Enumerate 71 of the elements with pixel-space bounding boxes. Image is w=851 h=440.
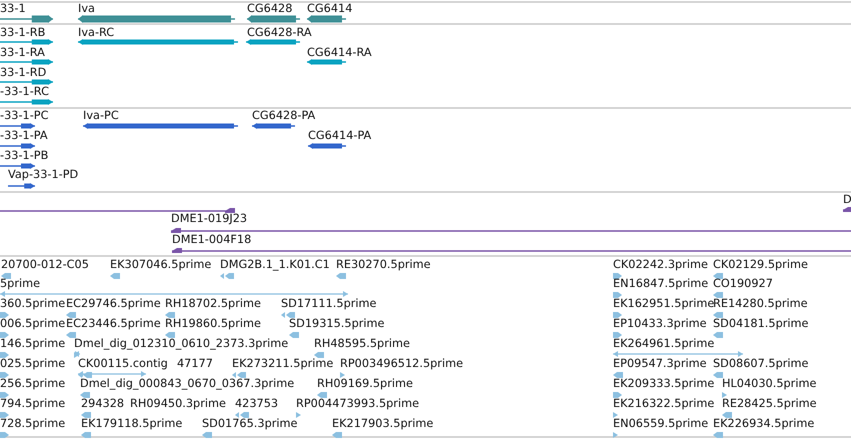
- feature-label: 33-1-RB: [0, 26, 46, 39]
- feature-label: RP003496512.5prime: [340, 357, 464, 370]
- feature-label: SD19315.5prime: [289, 317, 384, 330]
- feature-label: EP09547.3prime: [613, 357, 707, 370]
- feature-label: EK209333.5prime: [613, 377, 714, 390]
- feature-label: Dmel_dig_000843_0670_0367.3prime: [80, 377, 294, 390]
- feature-label: 146.5prime: [0, 337, 66, 350]
- feature-label: SD17111.5prime: [281, 297, 376, 310]
- feature-label: D: [843, 193, 851, 206]
- feature-label: EK216322.5prime: [613, 397, 714, 410]
- feature-label: EN06559.5prime: [613, 417, 708, 430]
- feature-label: 423753: [235, 397, 278, 410]
- feature-label: CG6428: [247, 2, 292, 15]
- feature-label: -33-1-PB: [0, 149, 48, 162]
- feature-label: SD01765.3prime: [202, 417, 298, 430]
- feature-label: CG6428-PA: [252, 109, 316, 122]
- feature-label: CO190927: [713, 277, 773, 290]
- feature-label: 5prime: [0, 277, 40, 290]
- feature-label: 794.5prime: [0, 397, 66, 410]
- feature-label: 33-1: [0, 2, 26, 15]
- feature-label: EK307046.5prime: [110, 258, 212, 271]
- feature-label: EK217903.5prime: [332, 417, 434, 430]
- feature-label: -33-1-PA: [0, 129, 48, 142]
- feature-label: -33-1-PC: [0, 109, 48, 122]
- feature-label: 728.5prime: [0, 417, 66, 430]
- feature-label: CG6414-RA: [307, 46, 372, 59]
- feature-label: EK264961.5prime: [613, 337, 714, 350]
- feature-label: Iva-RC: [78, 26, 114, 39]
- feature-label: 360.5prime: [0, 297, 66, 310]
- feature-label: EK179118.5prime: [81, 417, 182, 430]
- feature-label: EN16847.5prime: [613, 277, 708, 290]
- feature-label: RH19860.5prime: [165, 317, 261, 330]
- feature-label: Iva: [78, 2, 95, 15]
- feature-label: RE14280.5prime: [713, 297, 808, 310]
- feature-label: RH09450.3prime: [130, 397, 226, 410]
- feature-label: EC23446.5prime: [66, 317, 161, 330]
- feature-label: EC29746.5prime: [66, 297, 161, 310]
- feature-label: RH18702.5prime: [165, 297, 261, 310]
- feature-label: EK162951.5prime: [613, 297, 714, 310]
- feature-label: RP004473993.5prime: [296, 397, 420, 410]
- feature-label: CK02129.5prime: [713, 258, 808, 271]
- feature-label: 33-1-RA: [0, 46, 45, 59]
- feature-label: DME1-004F18: [172, 233, 252, 246]
- feature-label: RH48595.5prime: [314, 337, 410, 350]
- feature-label: Vap-33-1-PD: [8, 168, 78, 181]
- feature-label: CG6414: [307, 2, 352, 15]
- feature-label: DME1-019J23: [171, 212, 248, 225]
- feature-label: 33-1-RD: [0, 66, 46, 79]
- feature-label: Dmel_dig_012310_0610_2373.3prime: [74, 337, 288, 350]
- feature-label: HL04030.5prime: [722, 377, 816, 390]
- feature-label: Iva-PC: [83, 109, 119, 122]
- feature-label: 294328: [81, 397, 124, 410]
- feature-label: EP10433.3prime: [613, 317, 707, 330]
- feature-label: 20700-012-C05: [1, 258, 89, 271]
- feature-label: DMG2B.1_1.K01.C1: [220, 258, 330, 271]
- feature-label: RE30270.5prime: [336, 258, 431, 271]
- feature-label: CK02242.3prime: [613, 258, 708, 271]
- feature-label: 025.5prime: [0, 357, 66, 370]
- feature-label: CK00115.contig: [78, 357, 168, 370]
- feature-label: EK226934.5prime: [713, 417, 814, 430]
- feature-label: SD08607.5prime: [713, 357, 808, 370]
- feature-label: 006.5prime: [0, 317, 66, 330]
- feature-label: CG6414-PA: [308, 129, 372, 142]
- feature-label: CG6428-RA: [247, 26, 312, 39]
- feature-label: EK273211.5prime: [232, 357, 334, 370]
- feature-label: RE28425.5prime: [722, 397, 817, 410]
- feature-label: SD04181.5prime: [713, 317, 808, 330]
- feature-label: 256.5prime: [0, 377, 66, 390]
- feature-label: -33-1-RC: [0, 85, 49, 98]
- feature-label: 47177: [177, 357, 213, 370]
- feature-label: RH09169.5prime: [317, 377, 413, 390]
